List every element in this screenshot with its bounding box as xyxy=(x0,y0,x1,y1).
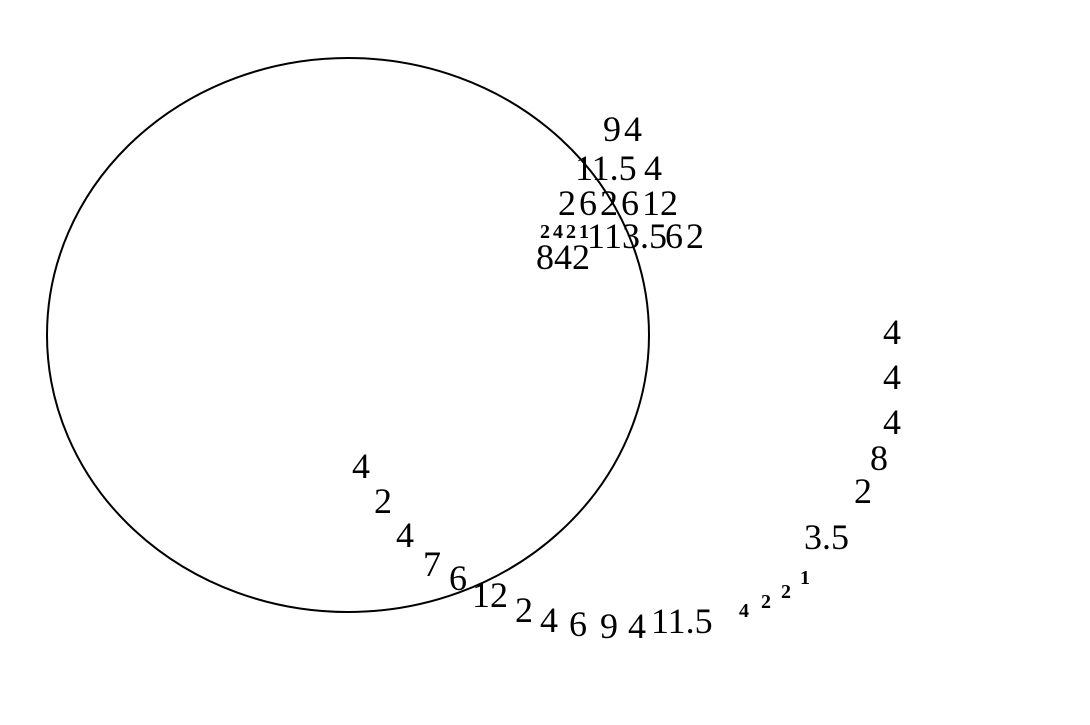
top-label-cluster: 9 4 11.5 4 2 6 2 6 12 2 4 2 1 1 13.5 6 2… xyxy=(536,109,704,277)
label-top-small-4: 4 xyxy=(553,221,563,243)
label-top-2c: 2 xyxy=(686,216,704,256)
label-top-small-1: 1 xyxy=(579,221,589,243)
label-spiral-4b: 4 xyxy=(396,515,414,555)
spiral-labels: 4 2 4 7 6 12 2 4 6 9 4 11.5 4 2 2 1 3.5 … xyxy=(352,312,901,646)
label-spiral-2a: 2 xyxy=(374,481,392,521)
label-top-small-2a: 2 xyxy=(540,221,550,243)
label-spiral-11-5: 11.5 xyxy=(651,601,713,641)
label-top-9: 9 xyxy=(603,109,621,149)
label-spiral-4c: 4 xyxy=(540,600,558,640)
label-top-2d: 2 xyxy=(572,237,590,277)
label-spiral-small-1: 1 xyxy=(800,567,810,589)
label-top-small-2b: 2 xyxy=(566,221,576,243)
label-spiral-3-5: 3.5 xyxy=(804,517,849,557)
label-top-2a: 2 xyxy=(558,183,576,223)
label-spiral-4a: 4 xyxy=(352,446,370,486)
label-top-6c: 6 xyxy=(665,216,683,256)
label-spiral-8: 8 xyxy=(870,438,888,478)
label-top-6b: 6 xyxy=(621,183,639,223)
label-spiral-4f: 4 xyxy=(883,357,901,397)
label-spiral-9: 9 xyxy=(600,606,618,646)
label-top-13-5: 13.5 xyxy=(604,216,667,256)
label-top-2b: 2 xyxy=(600,183,618,223)
label-spiral-2b: 2 xyxy=(515,590,533,630)
label-top-4a: 4 xyxy=(624,109,642,149)
label-top-1: 1 xyxy=(587,216,605,256)
label-spiral-7: 7 xyxy=(423,544,441,584)
label-spiral-2c: 2 xyxy=(854,471,872,511)
label-top-11-5: 11.5 xyxy=(575,148,637,188)
label-spiral-6a: 6 xyxy=(449,558,467,598)
label-top-4c: 4 xyxy=(554,237,572,277)
label-spiral-12: 12 xyxy=(472,575,508,615)
circle-outline xyxy=(46,57,650,613)
label-spiral-4d: 4 xyxy=(628,606,646,646)
label-spiral-small-4: 4 xyxy=(739,600,749,622)
label-spiral-small-2a: 2 xyxy=(761,591,771,613)
label-top-4b: 4 xyxy=(644,148,662,188)
label-top-6a: 6 xyxy=(579,183,597,223)
label-spiral-small-2b: 2 xyxy=(781,581,791,603)
label-spiral-4e: 4 xyxy=(883,402,901,442)
label-top-12: 12 xyxy=(642,183,678,223)
label-spiral-6b: 6 xyxy=(569,604,587,644)
label-spiral-4g: 4 xyxy=(883,312,901,352)
label-top-8: 8 xyxy=(536,237,554,277)
